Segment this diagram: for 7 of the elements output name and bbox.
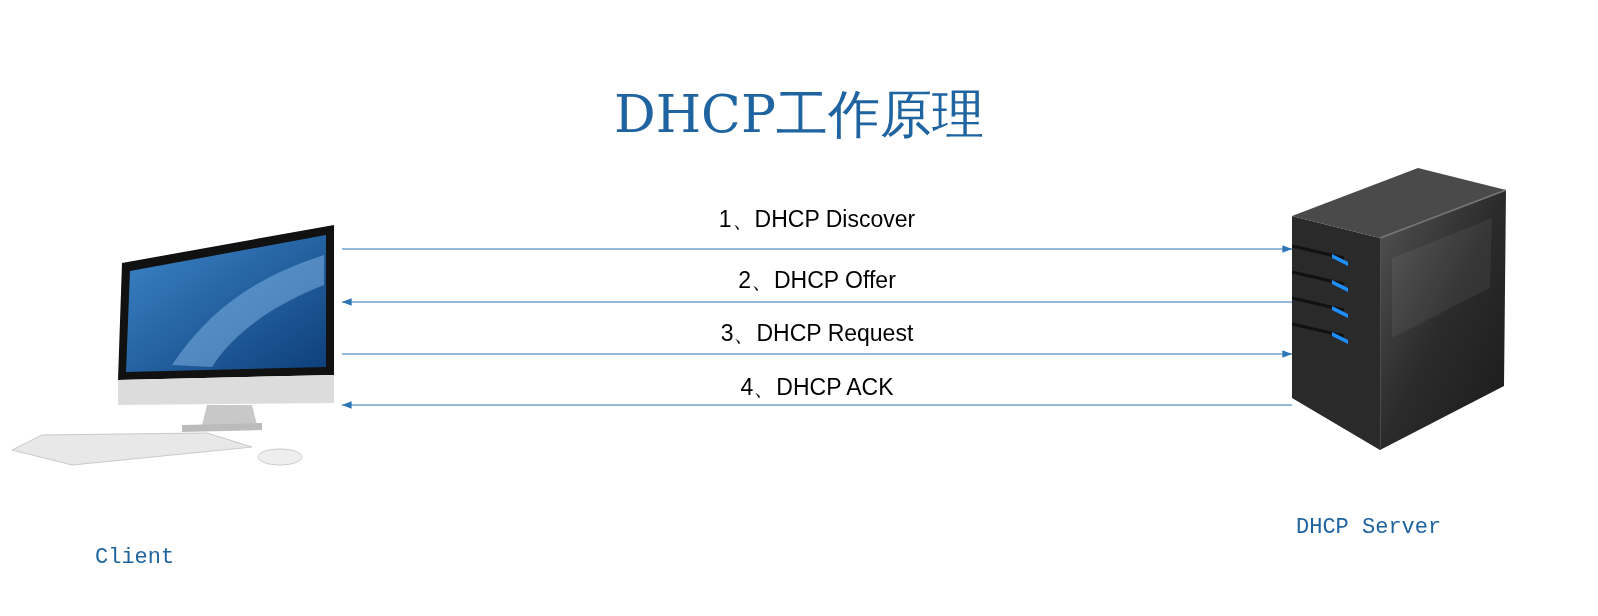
arrow xyxy=(341,245,1293,253)
diagram-title: DHCP工作原理 xyxy=(613,83,985,146)
node-caption: DHCP Server xyxy=(1296,515,1442,540)
arrow xyxy=(341,298,1293,306)
arrow xyxy=(341,350,1293,358)
node-caption: Client xyxy=(95,545,175,570)
arrow xyxy=(341,401,1293,409)
